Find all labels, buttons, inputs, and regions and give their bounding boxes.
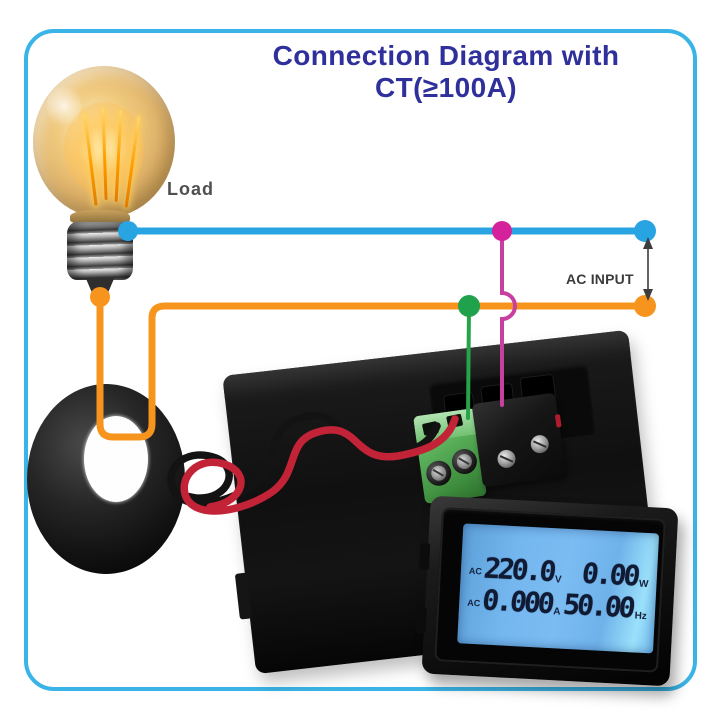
ac-indicator: AC xyxy=(468,565,483,577)
lcd-screen: AC 220.0 V 0.00 W AC 0.000 A 50.00 Hz xyxy=(457,523,660,654)
meter-front-panel: AC 220.0 V 0.00 W AC 0.000 A 50.00 Hz xyxy=(415,495,679,687)
current-reading: 0.000 xyxy=(480,583,554,621)
ac-indicator: AC xyxy=(467,597,481,609)
power-reading: 0.00 xyxy=(580,556,640,593)
terminal-screw xyxy=(496,448,517,470)
lcd-row-current-frequency: AC 0.000 A 50.00 Hz xyxy=(467,583,648,625)
bulb-screw-base xyxy=(67,222,133,280)
screw-head xyxy=(430,464,448,482)
ct-ring-hole xyxy=(84,416,148,502)
voltage-terminal-block xyxy=(471,392,567,488)
bulb-globe xyxy=(33,66,175,218)
screw-head xyxy=(455,453,473,471)
terminal-screw xyxy=(424,459,453,488)
panel-mounting-clip xyxy=(418,543,431,570)
terminal-screw xyxy=(450,447,479,476)
current-transformer-ring xyxy=(27,384,185,574)
voltage-unit: V xyxy=(554,574,562,586)
power-unit: W xyxy=(638,578,649,591)
terminal-screw xyxy=(529,433,550,455)
voltage-reading: 220.0 xyxy=(482,551,556,589)
current-unit: A xyxy=(552,606,561,618)
page-border xyxy=(24,29,697,691)
ac-input-label: AC INPUT xyxy=(566,271,634,287)
panel-mounting-clip xyxy=(415,607,427,634)
frequency-unit: Hz xyxy=(634,610,648,623)
load-label: Load xyxy=(167,179,214,199)
bulb-highlight xyxy=(47,82,81,130)
frequency-reading: 50.00 xyxy=(561,587,636,625)
diagram-title: Connection Diagram with CT(≥100A) xyxy=(272,40,620,103)
